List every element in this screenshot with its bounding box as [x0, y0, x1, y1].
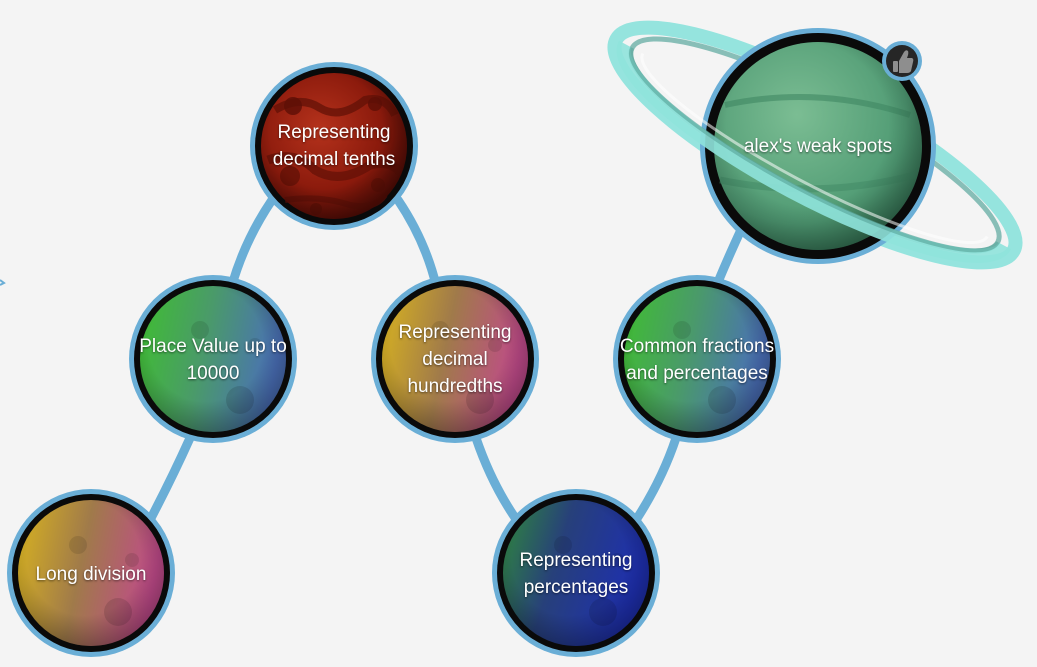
connector-placevalue-longdivision — [145, 433, 195, 525]
saturn-ring-front — [616, 40, 1011, 263]
connectors — [145, 195, 745, 527]
connector-percentages-fractions — [631, 433, 681, 525]
connector-hundredths-percentages — [471, 433, 523, 527]
node-decimal-hundredths[interactable] — [371, 275, 539, 443]
node-long-division[interactable] — [7, 489, 175, 657]
node-decimal-tenths[interactable] — [250, 62, 418, 230]
root-node-planet[interactable] — [700, 28, 936, 264]
connector-tenths-hundredths — [393, 195, 441, 290]
connector-fractions-root — [713, 227, 745, 287]
offscreen-connector-hint — [0, 279, 6, 286]
node-percentages[interactable] — [492, 489, 660, 657]
thumbs-up-badge[interactable] — [882, 41, 922, 81]
connector-tenths-placevalue — [227, 195, 277, 290]
thumbs-up-icon — [893, 50, 914, 73]
node-common-fractions[interactable] — [613, 275, 781, 443]
node-place-value[interactable] — [129, 275, 297, 443]
